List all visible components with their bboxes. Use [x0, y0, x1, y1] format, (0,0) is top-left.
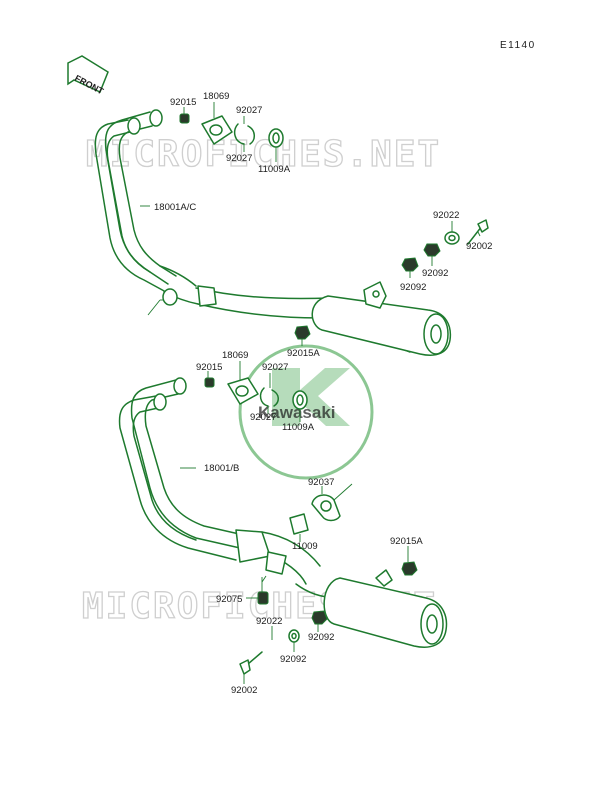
callout-upper-92027-top: 92027	[236, 105, 262, 116]
upper-part-11009A-gasket	[268, 128, 284, 148]
upper-part-92092-nut	[401, 243, 441, 272]
callout-lower-92022: 92022	[256, 616, 282, 627]
callout-lower-11009A: 11009A	[282, 422, 315, 433]
callout-lower-92092-left: 92092	[280, 654, 306, 665]
lower-part-92075-damper	[257, 591, 269, 605]
callout-upper-92015: 92015	[170, 97, 196, 108]
callout-lower-92027-bottom: 92027	[250, 412, 276, 423]
lower-part-18069-flange	[227, 377, 259, 405]
callout-lower-92015: 92015	[196, 362, 222, 373]
lower-part-11009A-gasket	[292, 390, 308, 410]
lower-part-92022-washer	[288, 629, 300, 643]
lower-part-92027-collar	[259, 387, 279, 407]
callout-upper-92092-left: 92092	[400, 282, 426, 293]
lower-part-92092-nut	[311, 610, 328, 625]
callout-lower-92002: 92002	[231, 685, 257, 696]
upper-leader-lines	[140, 102, 481, 346]
upper-part-18069-flange	[201, 115, 233, 145]
kawasaki-logo-text: Kawasaki	[258, 403, 336, 422]
front-arrow-icon: FRONT	[67, 55, 109, 97]
callout-upper-92022: 92022	[433, 210, 459, 221]
callout-lower-92075: 92075	[216, 594, 242, 605]
upper-muffler	[195, 281, 452, 356]
lower-leader-lines	[180, 361, 409, 684]
upper-header-pipe	[94, 109, 199, 316]
callout-upper-92015A: 92015A	[287, 348, 320, 359]
callout-upper-92002: 92002	[466, 241, 492, 252]
callout-lower-18001B: 18001/B	[204, 463, 239, 474]
lower-part-92037-clamp	[311, 483, 353, 522]
lower-part-11009-gasket	[289, 513, 309, 535]
upper-part-92022-washer	[444, 231, 460, 245]
upper-part-92027-collar	[233, 123, 255, 145]
callout-upper-18001AC: 18001A/C	[154, 202, 196, 213]
lower-part-92015	[204, 377, 215, 388]
lower-part-92002-bolt	[239, 651, 263, 675]
callout-lower-18069: 18069	[222, 350, 248, 361]
upper-part-92002-bolt	[467, 219, 489, 245]
callout-lower-92015A: 92015A	[390, 536, 423, 547]
callout-upper-92092-right: 92092	[422, 268, 448, 279]
upper-part-92015A	[294, 325, 311, 340]
callout-lower-92027-top: 92027	[262, 362, 288, 373]
callout-upper-92027-bottom: 92027	[226, 153, 252, 164]
callout-upper-18069: 18069	[203, 91, 229, 102]
callout-lower-92092-right: 92092	[308, 632, 334, 643]
callout-lower-11009: 11009	[292, 541, 318, 552]
kawasaki-logo-watermark: Kawasaki	[238, 344, 374, 480]
callout-lower-92037: 92037	[308, 477, 334, 488]
figure-code: E1140	[500, 40, 536, 51]
callout-upper-11009A: 11009A	[258, 164, 291, 175]
watermark-text-upper: MICROFICHES.NET	[86, 134, 441, 175]
upper-part-92015	[179, 113, 190, 124]
lower-part-92015A	[401, 561, 418, 576]
lower-muffler	[261, 551, 448, 648]
